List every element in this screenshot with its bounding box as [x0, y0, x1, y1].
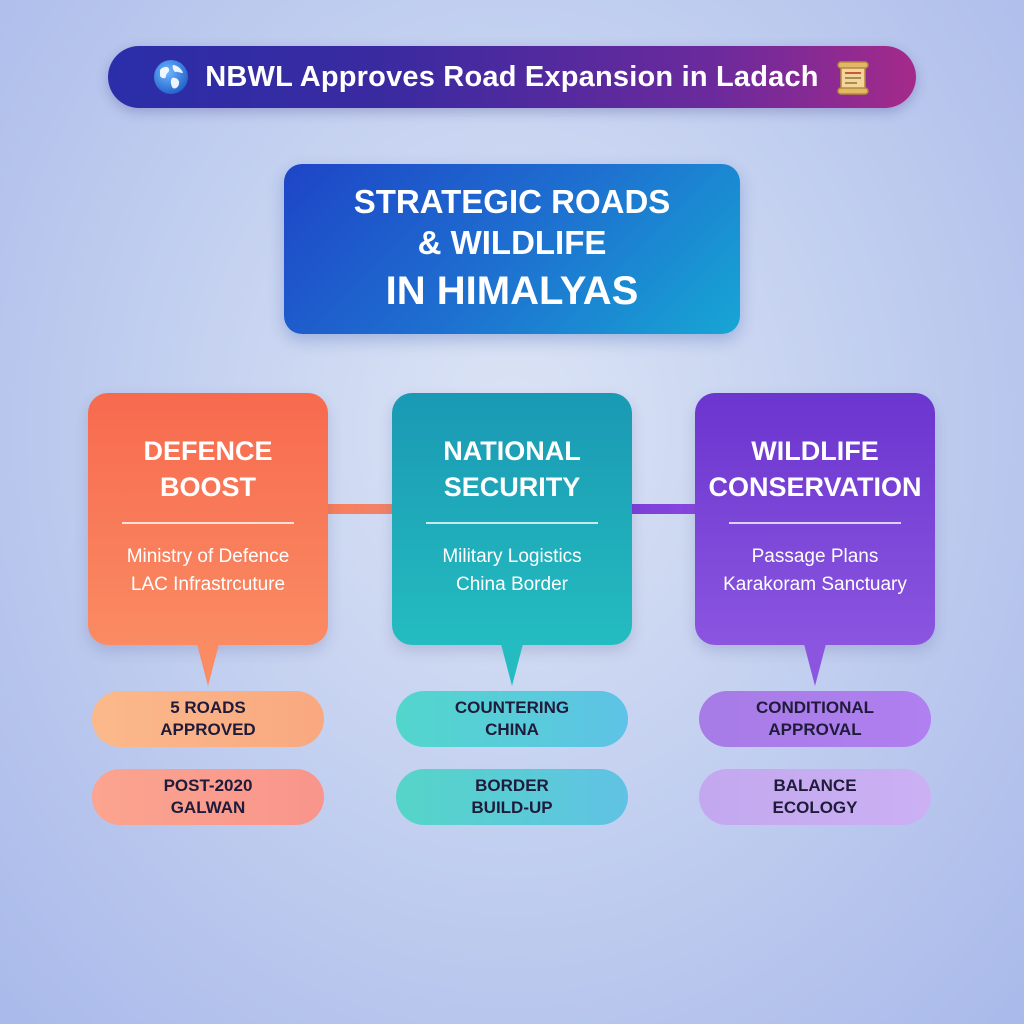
tag-pill-conditional-approval: CONDITIONAL APPROVAL: [699, 691, 931, 747]
card-divider: [729, 522, 901, 524]
pill-line-2: APPROVED: [160, 720, 256, 739]
category-card-wildlife: WILDLIFE CONSERVATION Passage Plans Kara…: [695, 393, 935, 645]
category-card-defence: DEFENCE BOOST Ministry of Defence LAC In…: [88, 393, 328, 645]
main-title-line-3: IN HIMALYAS: [385, 269, 639, 313]
card-desc-line-1: Ministry of Defence: [126, 546, 290, 567]
connector-security-wildlife: [630, 504, 698, 514]
tag-pill-roads-approved: 5 ROADS APPROVED: [92, 691, 324, 747]
card-title: NATIONAL SECURITY: [392, 433, 632, 505]
card-desc-line-1: Passage Plans: [751, 546, 879, 567]
globe-icon: [154, 60, 189, 94]
card-pointer-security: [501, 644, 523, 686]
connector-defence-security: [326, 504, 394, 514]
card-title-line-1: NATIONAL: [443, 436, 581, 466]
tag-pill-countering-china: COUNTERING CHINA: [396, 691, 628, 747]
pill-line-2: APPROVAL: [768, 720, 862, 739]
card-pointer-defence: [197, 644, 219, 686]
banner-title: NBWL Approves Road Expansion in Ladach: [205, 60, 819, 93]
main-title-card: STRATEGIC ROADS & WILDLIFE IN HIMALYAS: [284, 164, 740, 334]
card-desc-line-2: Karakoram Sanctuary: [723, 574, 907, 595]
card-divider: [122, 522, 294, 524]
card-description: Passage Plans Karakoram Sanctuary: [695, 543, 935, 599]
scroll-icon: [836, 61, 869, 95]
pill-line-2: ECOLOGY: [772, 798, 858, 817]
pill-line-2: BUILD-UP: [471, 798, 553, 817]
card-title: DEFENCE BOOST: [88, 433, 328, 505]
main-title-line-1: STRATEGIC ROADS: [353, 183, 671, 220]
card-desc-line-1: Military Logistics: [442, 546, 582, 567]
pill-line-1: CONDITIONAL: [755, 698, 875, 717]
card-desc-line-2: LAC Infrastrcuture: [130, 574, 286, 595]
card-description: Military Logistics China Border: [392, 543, 632, 599]
card-title-line-1: DEFENCE: [143, 436, 273, 466]
pill-line-1: BORDER: [475, 776, 549, 795]
pill-line-1: POST-2020: [163, 776, 253, 795]
card-title-line-2: BOOST: [159, 472, 256, 502]
pill-line-2: CHINA: [485, 720, 539, 739]
pill-line-1: 5 ROADS: [170, 698, 246, 717]
pill-line-2: GALWAN: [170, 798, 246, 817]
card-title-line-2: SECURITY: [443, 472, 581, 502]
card-description: Ministry of Defence LAC Infrastrcuture: [88, 543, 328, 599]
tag-pill-post-2020-galwan: POST-2020 GALWAN: [92, 769, 324, 825]
card-title-line-1: WILDLIFE: [751, 436, 879, 466]
tag-pill-border-build-up: BORDER BUILD-UP: [396, 769, 628, 825]
card-desc-line-2: China Border: [456, 574, 568, 595]
card-divider: [426, 522, 598, 524]
tag-pill-balance-ecology: BALANCE ECOLOGY: [699, 769, 931, 825]
card-title: WILDLIFE CONSERVATION: [695, 433, 935, 505]
main-title-line-2: & WILDLIFE: [417, 224, 607, 261]
pill-line-1: COUNTERING: [454, 698, 570, 717]
header-banner: NBWL Approves Road Expansion in Ladach: [108, 46, 916, 108]
pill-line-1: BALANCE: [773, 776, 857, 795]
card-title-line-2: CONSERVATION: [708, 472, 922, 502]
category-card-security: NATIONAL SECURITY Military Logistics Chi…: [392, 393, 632, 645]
card-pointer-wildlife: [804, 644, 826, 686]
